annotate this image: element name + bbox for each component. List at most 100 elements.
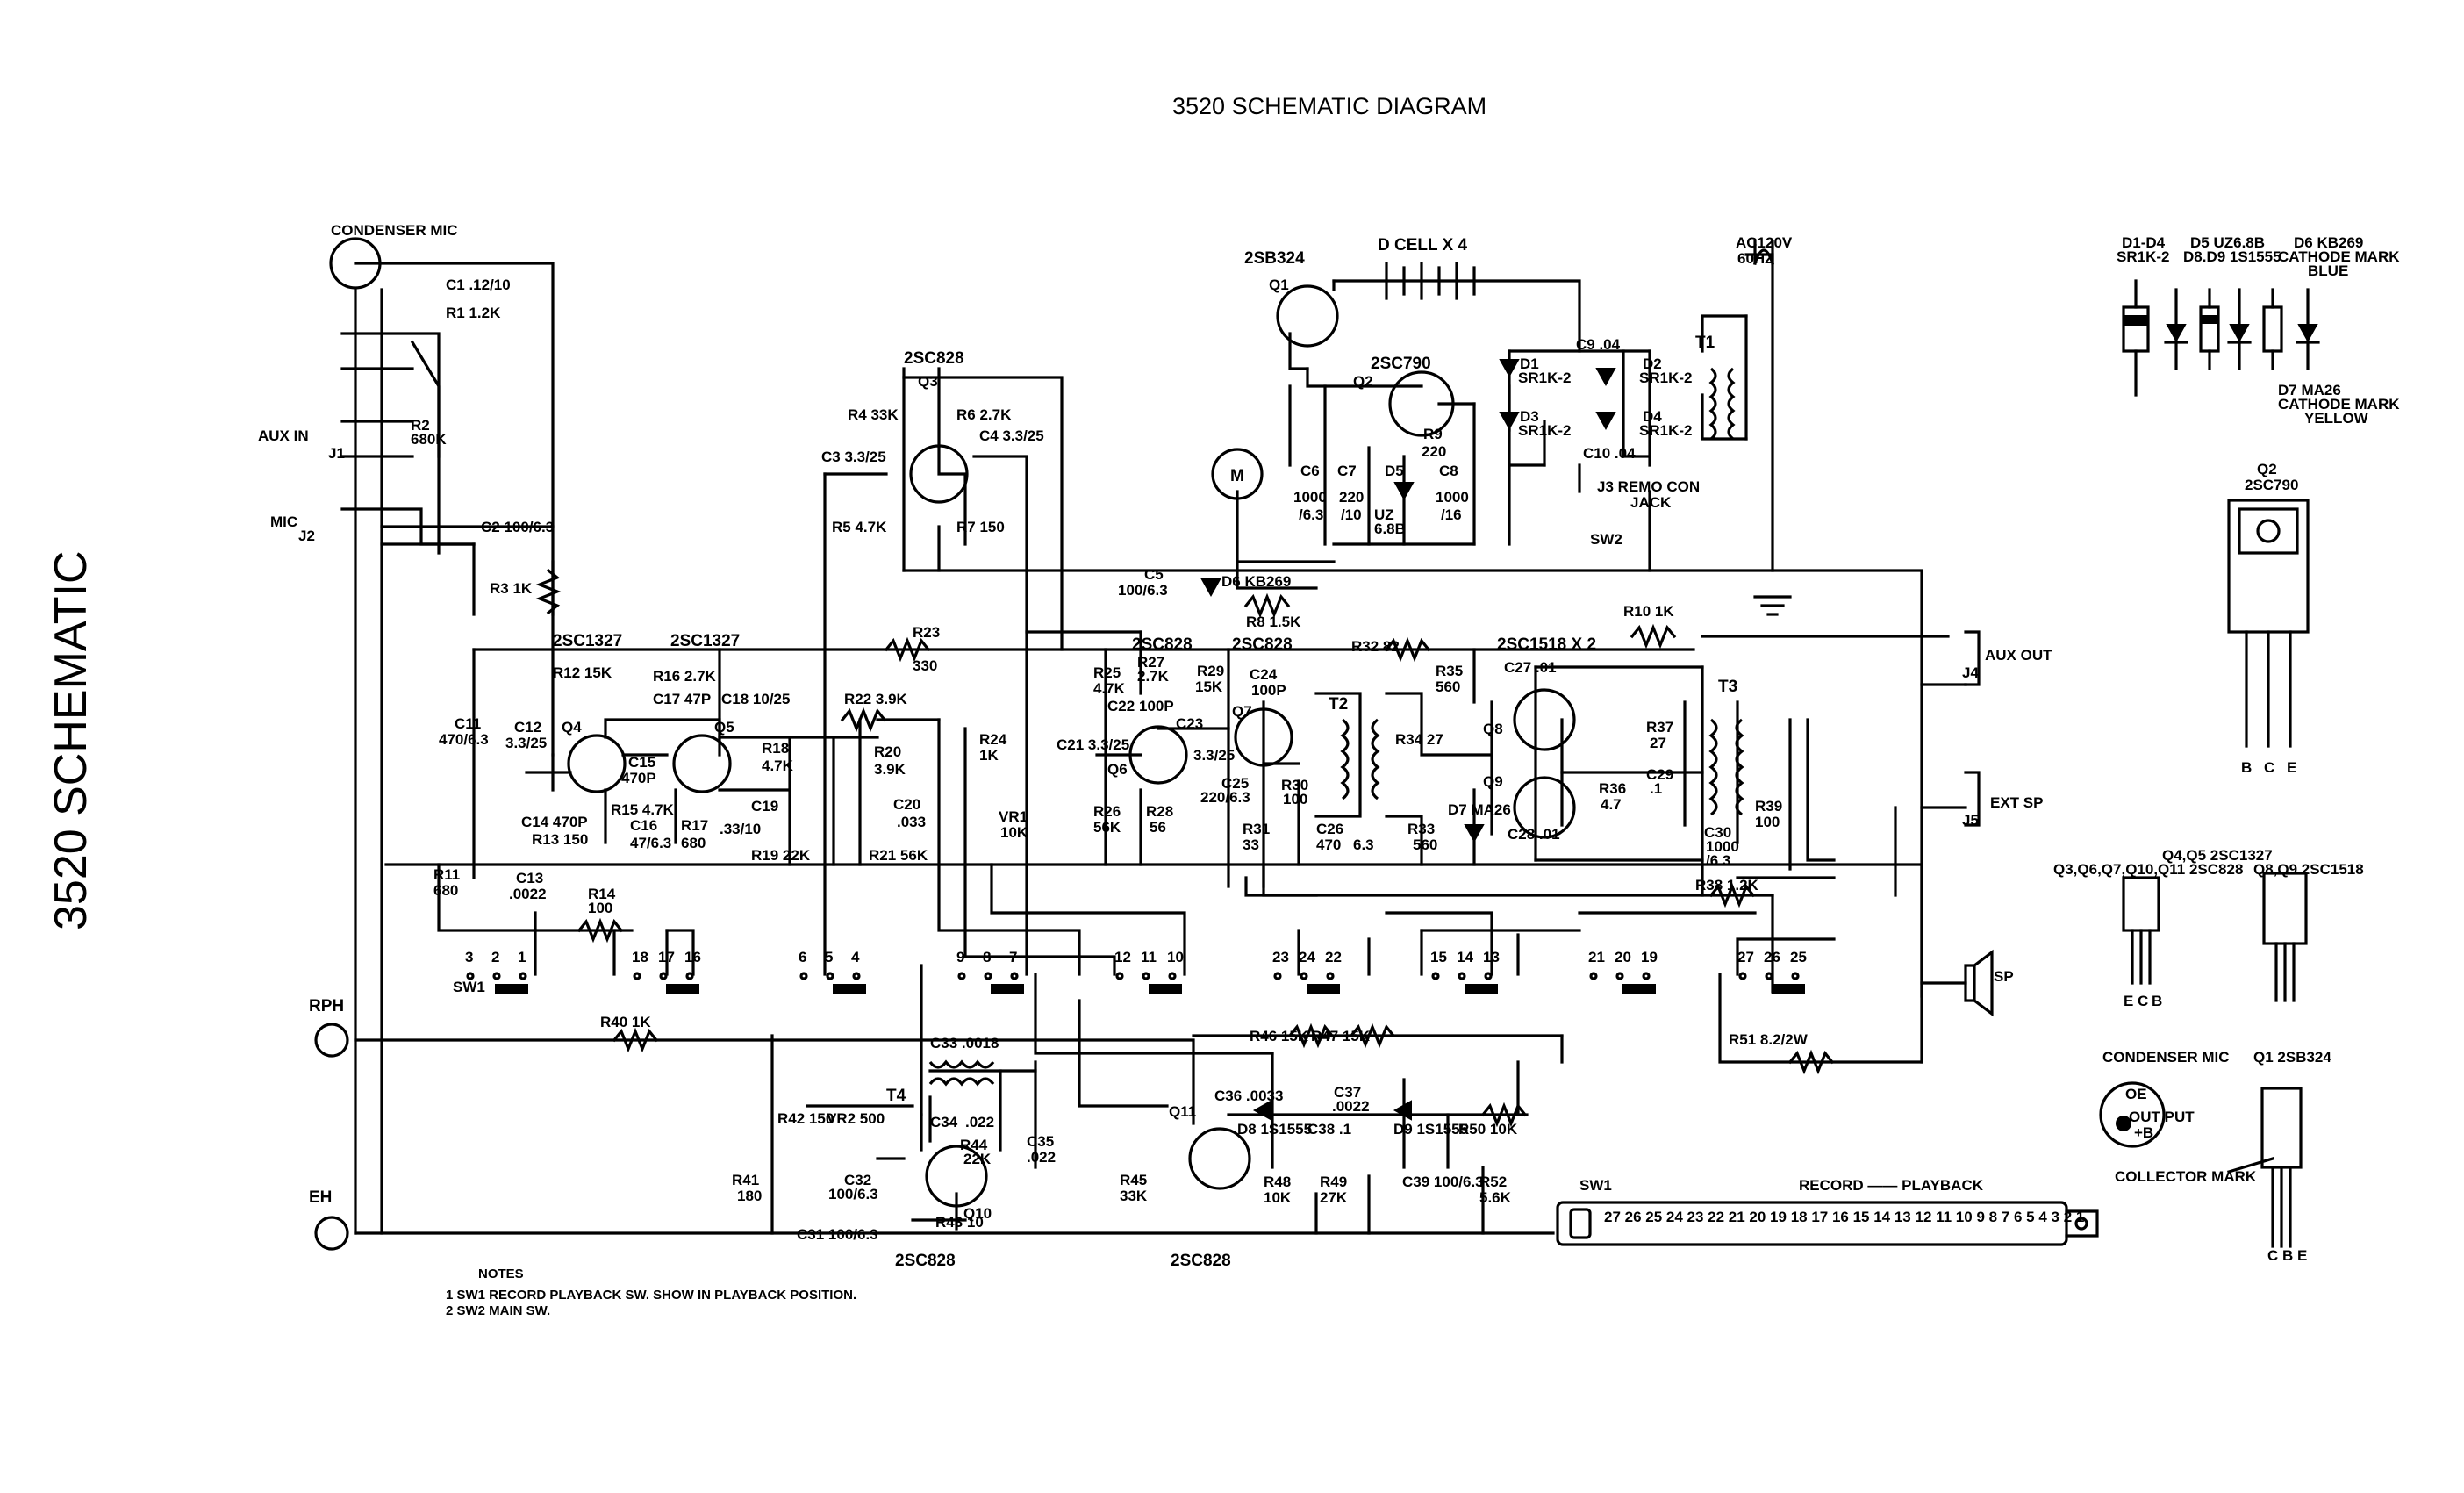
label-r51: R51 8.2/2W [1729,1031,1809,1048]
legend-yellow: YELLOW [2304,410,2369,427]
label-c17: C17 47P [653,691,711,707]
switch-pin-15: 15 [1430,949,1447,965]
label-c37: C37 [1334,1084,1361,1101]
switch-pin-2: 2 [491,949,499,965]
resistor-r22-symbol [840,707,887,733]
component-symbols [314,237,1994,1251]
transformer-t3-symbol [1708,718,1744,816]
label-r14: R14 [588,886,616,902]
ground-symbol [1753,595,1792,616]
label-c7-v2: /10 [1341,506,1362,523]
label-j4: J4 [1962,664,1979,681]
switch-pin-12: 12 [1114,949,1131,965]
small-transistor-drawings [2122,872,2308,1002]
label-r20: R20 [874,743,901,760]
resistor-r32-symbol [1384,636,1431,663]
resistor-r8-symbol [1243,592,1291,619]
label-j2: J2 [298,528,315,544]
label-d9: D9 1S1555 [1393,1121,1468,1138]
label-ext-sp: EXT SP [1990,794,2043,811]
label-r18: R18 [762,740,789,757]
resistor-r47-symbol [1349,1023,1396,1049]
label-r33: R33 [1407,821,1435,837]
label-d3: D3 [1520,408,1539,425]
switch-pin-19: 19 [1641,949,1658,965]
label-ac: AC120V [1736,234,1793,251]
switch-pin-6: 6 [799,949,806,965]
switch-pin-22: 22 [1325,949,1342,965]
switch-pin-7: 7 [1009,949,1017,965]
label-d4: D4 [1643,408,1662,425]
switch-pin-dot-20 [1615,972,1624,980]
label-t2: T2 [1329,695,1348,714]
q8-label: Q8 [1483,721,1503,737]
label-c2: C2 100/6.3 [481,519,554,535]
label-c4: C4 3.3/25 [979,427,1044,444]
legend-sw1-title: SW1 [1579,1177,1612,1194]
label-c5-value: 100/6.3 [1118,582,1168,599]
label-r6: R6 2.7K [956,406,1012,423]
label-c16-value: 47/6.3 [630,835,671,851]
label-c29-value: .1 [1650,780,1662,797]
legend-cathode-mark: CATHODE MARK [2278,248,2400,265]
q2-label: Q2 [1353,373,1373,390]
label-d1-value: SR1K-2 [1518,370,1571,386]
label-c14: C14 470P [521,814,588,830]
q9-label: Q9 [1483,773,1503,790]
label-c24: C24 [1250,666,1278,683]
legend-cm-out: OUT PUT [2129,1109,2195,1125]
switch-pin-26: 26 [1764,949,1780,965]
label-r17: R17 [681,817,708,834]
label-d6: D6 KB269 [1221,573,1291,590]
switch-pin-21: 21 [1588,949,1605,965]
label-sw1: SW1 [453,979,485,995]
label-sw2: SW2 [1590,531,1622,548]
diode-d3-symbol [1499,412,1520,431]
label-r5: R5 4.7K [832,519,887,535]
ext-sp-jack-symbol [1964,771,1981,827]
label-r25: R25 [1093,664,1121,681]
label-motor: M [1230,467,1244,485]
connector-labels: CONDENSER MIC AUX IN J1 MIC J2 RPH EH AU… [258,222,2052,1207]
label-c5: C5 [1144,566,1164,583]
label-r26: R26 [1093,803,1121,820]
battery-symbol [1385,262,1476,300]
label-r41-value: 180 [737,1188,762,1204]
q11-label: Q11 [1169,1103,1196,1120]
label-t4: T4 [886,1087,906,1105]
label-r21: R21 56K [869,847,928,864]
switch-pin-23: 23 [1272,949,1289,965]
eh-jack-symbol [314,1216,349,1251]
label-r10: R10 1K [1623,603,1674,620]
label-c8-v1: 1000 [1436,489,1469,506]
resistor-r38-symbol [1708,882,1756,908]
switch-pin-dot-15 [1431,972,1440,980]
switch-pin-3: 3 [465,949,473,965]
label-c35-value: .022 [1027,1149,1056,1166]
q6-label: Q6 [1107,761,1128,778]
label-r50: R50 10K [1458,1121,1518,1138]
label-c30: C30 [1704,824,1731,841]
label-r28-value: 56 [1150,819,1166,836]
label-c16: C16 [630,817,657,834]
q10-label: Q10 [963,1205,992,1222]
label-c10: C10 .04 [1583,445,1636,462]
label-d7: D7 MA26 [1448,801,1511,818]
label-c12: C12 [514,719,541,736]
label-r11: R11 [433,866,460,883]
note-1: 1 SW1 RECORD PLAYBACK SW. SHOW IN PLAYBA… [446,1288,856,1303]
switch-pin-5: 5 [825,949,833,965]
transformer-t1-symbol [1708,367,1736,441]
resistor-r14-symbol [577,917,624,944]
label-r22: R22 3.9K [844,691,908,707]
label-r35-value: 560 [1436,678,1460,695]
label-r52-value: 5.6K [1479,1189,1512,1206]
q4-label: Q4 [562,719,582,736]
legend-diodes-a2: SR1K-2 [2117,248,2169,265]
switch-pin-dot-18 [633,972,641,980]
label-r16: R16 2.7K [653,668,717,685]
label-c1: C1 .12/10 [446,276,511,293]
label-c12-value: 3.3/25 [505,735,547,751]
label-r23-value: 330 [913,657,937,674]
